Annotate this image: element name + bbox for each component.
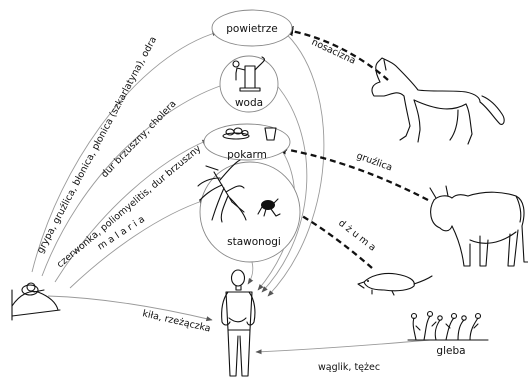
- arrow-person-to-water: [41, 83, 227, 277]
- dashed-arrow-horse-to-air: [282, 26, 389, 81]
- arrow-arthropods-to-person: [247, 261, 254, 285]
- arrow-water-to-person: [261, 79, 308, 293]
- cow-icon: [429, 185, 528, 267]
- arthropods-label: stawonogi: [227, 236, 281, 248]
- arthropods-node: [199, 161, 301, 263]
- horse-disease-label: nosacizna: [310, 37, 358, 67]
- food-node: [203, 123, 291, 161]
- arrow-air-to-person: [267, 29, 325, 297]
- water-label: woda: [235, 97, 263, 109]
- food-label: pokarm: [227, 149, 267, 161]
- horse-icon: [371, 57, 505, 145]
- rat-icon: [357, 272, 433, 296]
- human-figure-icon: [221, 269, 256, 377]
- water-pump-icon: [232, 56, 265, 92]
- arrow-person-to-arthropods: [69, 199, 206, 289]
- water-node: [219, 55, 279, 113]
- cup-icon: [264, 127, 277, 141]
- arrow-soil-to-person: [255, 339, 431, 355]
- rat-disease-label: d ż u m a: [336, 218, 378, 254]
- bed-person-icon: [11, 282, 61, 321]
- dashed-arrow-rat-to-arthropods: [270, 198, 373, 269]
- arrow-contact-to-person: [47, 295, 213, 322]
- arrow-person-to-air: [31, 31, 219, 273]
- plants-icon: [407, 310, 489, 341]
- food-plate-icon: [222, 127, 250, 140]
- arrow-person-to-food: [54, 139, 209, 283]
- dashed-arrow-cow-to-food: [275, 144, 429, 202]
- soil-label: gleba: [436, 345, 465, 357]
- flea-icon: [257, 198, 281, 217]
- soil-diseases-label: wąglik, tężec: [318, 362, 380, 373]
- mosquito-icon: [197, 159, 247, 223]
- air-node: [211, 9, 293, 47]
- air-label: powietrze: [226, 23, 277, 35]
